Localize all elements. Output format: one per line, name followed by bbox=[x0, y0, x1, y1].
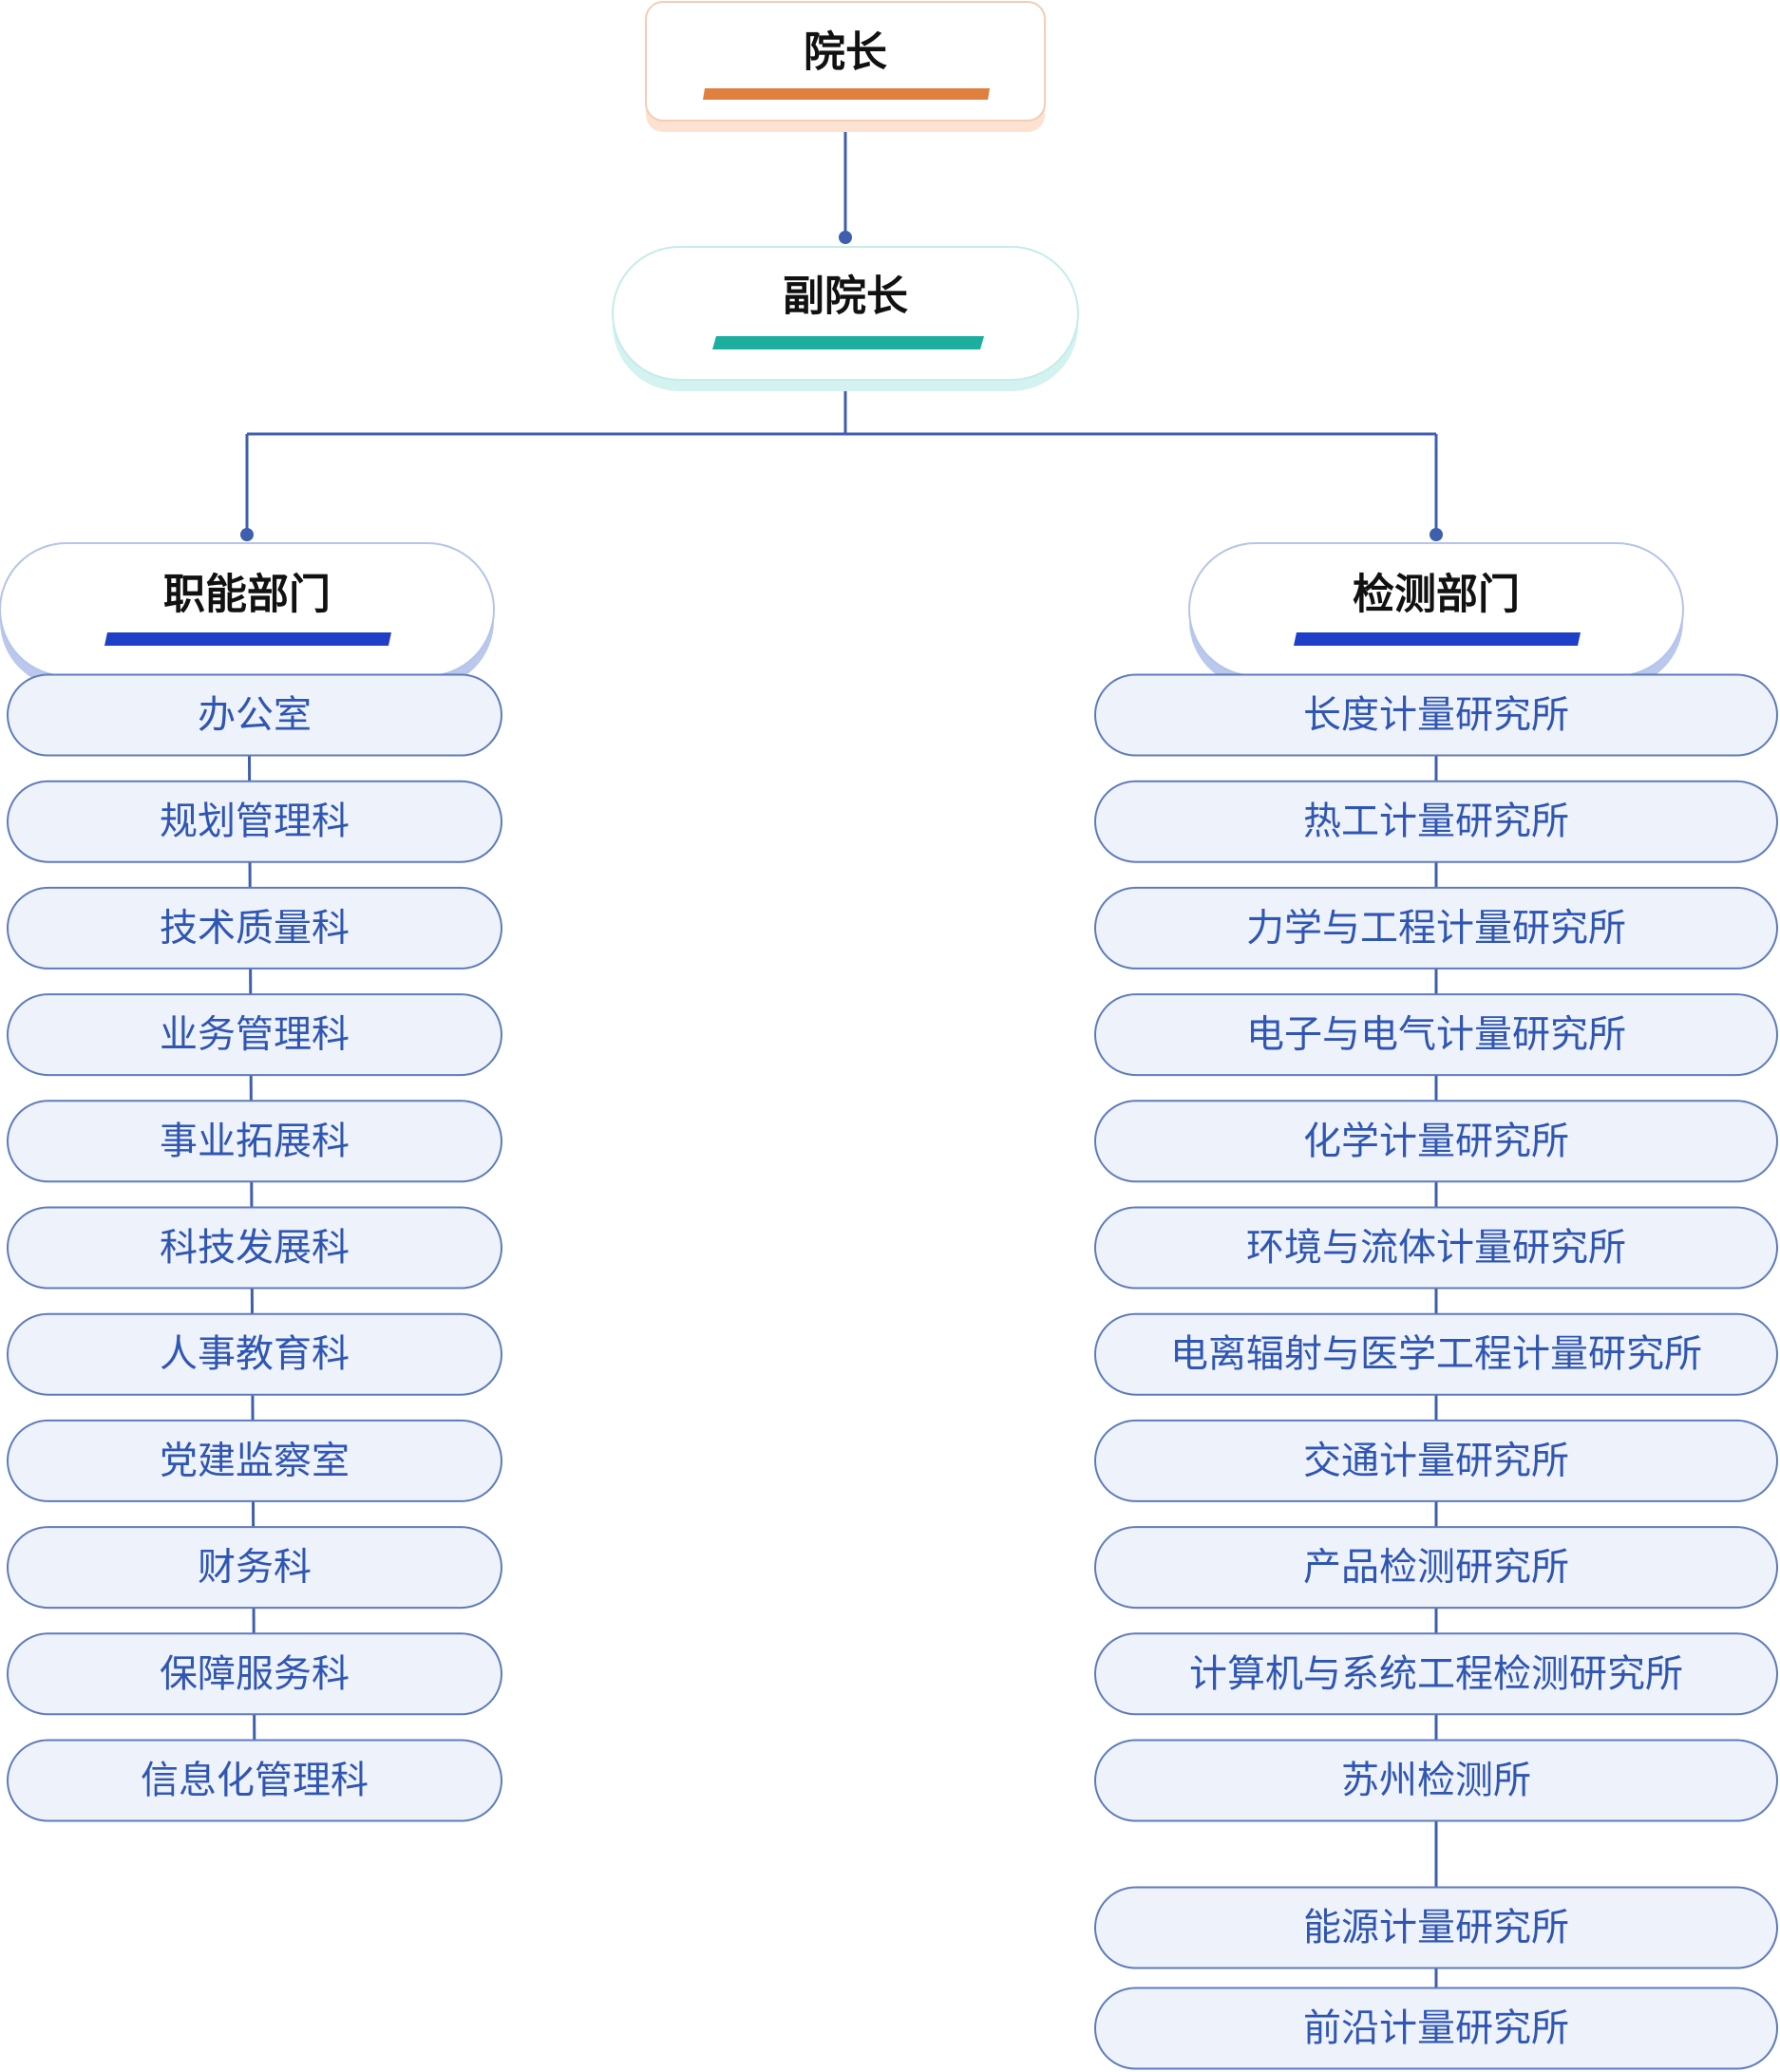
functional-dept-item bbox=[7, 1206, 502, 1290]
item-label: 党建监察室 bbox=[160, 1439, 350, 1482]
branch-underline bbox=[1294, 632, 1581, 646]
item-label: 办公室 bbox=[198, 693, 312, 737]
item-label: 技术质量科 bbox=[160, 906, 350, 950]
item-label: 前沿计量研究所 bbox=[1303, 2006, 1569, 2050]
testing-dept-item bbox=[1094, 1739, 1778, 1822]
functional-dept-item bbox=[7, 1312, 502, 1396]
testing-dept-item bbox=[1094, 1100, 1778, 1183]
root-underline bbox=[703, 88, 990, 100]
item-label: 人事教育科 bbox=[160, 1332, 350, 1376]
testing-dept-item bbox=[1094, 1632, 1778, 1716]
testing-dept-item bbox=[1094, 1526, 1778, 1610]
functional-dept-item bbox=[7, 673, 502, 757]
functional-dept-item bbox=[7, 1526, 502, 1610]
item-label: 信息化管理科 bbox=[141, 1759, 369, 1802]
functional-dept-item bbox=[7, 780, 502, 863]
item-label: 环境与流体计量研究所 bbox=[1246, 1226, 1626, 1270]
item-label: 长度计量研究所 bbox=[1303, 693, 1569, 737]
functional-dept-item bbox=[7, 1739, 502, 1822]
item-label: 力学与工程计量研究所 bbox=[1246, 906, 1626, 950]
testing-dept-item bbox=[1094, 780, 1778, 863]
item-label: 业务管理科 bbox=[160, 1013, 350, 1057]
testing-dept-item bbox=[1094, 673, 1778, 757]
functional-dept-item bbox=[7, 1419, 502, 1502]
branch-entry-dot bbox=[1430, 528, 1443, 541]
item-label: 产品检测研究所 bbox=[1303, 1546, 1569, 1590]
item-label: 热工计量研究所 bbox=[1303, 800, 1569, 843]
item-label: 保障服务科 bbox=[160, 1652, 350, 1696]
functional-dept-item bbox=[7, 886, 502, 970]
testing-dept-item bbox=[1094, 1987, 1778, 2070]
deputy-entry-dot bbox=[839, 231, 852, 244]
testing-dept-item bbox=[1094, 1419, 1778, 1502]
item-label: 电离辐射与医学工程计量研究所 bbox=[1170, 1332, 1702, 1376]
testing-dept-item bbox=[1094, 1886, 1778, 1969]
root-label: 院长 bbox=[804, 28, 887, 77]
item-label: 规划管理科 bbox=[160, 800, 350, 843]
testing-dept-item bbox=[1094, 993, 1778, 1077]
item-label: 交通计量研究所 bbox=[1303, 1439, 1569, 1482]
branch-label: 职能部门 bbox=[163, 571, 331, 619]
item-label: 电子与电气计量研究所 bbox=[1246, 1013, 1626, 1057]
item-label: 化学计量研究所 bbox=[1303, 1120, 1569, 1163]
deputy-underline bbox=[712, 336, 984, 349]
item-label: 财务科 bbox=[198, 1546, 312, 1590]
testing-dept-item bbox=[1094, 1206, 1778, 1290]
item-label: 事业拓展科 bbox=[160, 1120, 350, 1163]
branch-label: 检测部门 bbox=[1353, 571, 1520, 619]
deputy-label: 副院长 bbox=[783, 273, 908, 321]
item-label: 能源计量研究所 bbox=[1303, 1906, 1569, 1950]
branch-underline bbox=[104, 632, 391, 646]
functional-dept-item bbox=[7, 1632, 502, 1716]
testing-dept-item bbox=[1094, 886, 1778, 970]
item-label: 苏州检测所 bbox=[1341, 1759, 1531, 1802]
item-label: 科技发展科 bbox=[160, 1226, 350, 1270]
item-label: 计算机与系统工程检测研究所 bbox=[1189, 1652, 1683, 1696]
functional-dept-item bbox=[7, 993, 502, 1077]
functional-dept-item bbox=[7, 1100, 502, 1183]
testing-dept-item bbox=[1094, 1312, 1778, 1396]
branch-entry-dot bbox=[240, 528, 254, 541]
